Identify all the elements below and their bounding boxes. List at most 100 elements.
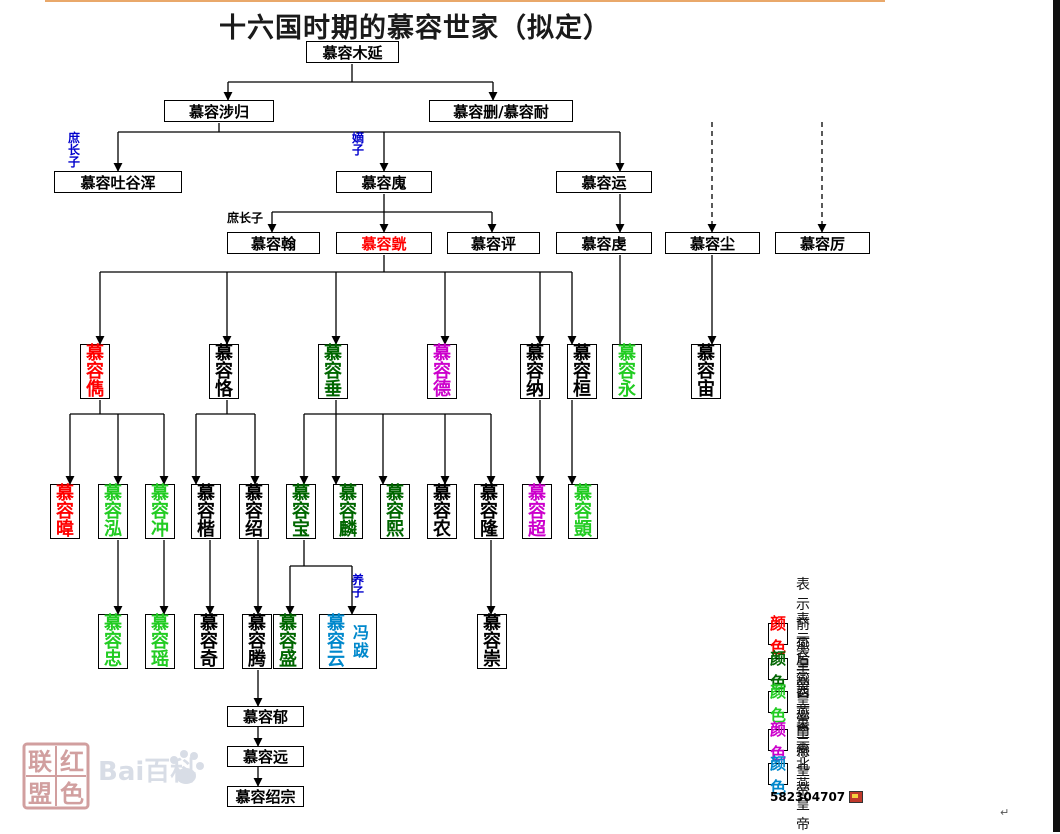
person-node-tuyuhun: 慕容吐谷浑	[54, 171, 182, 193]
person-name: 慕容廆	[361, 173, 407, 192]
diagram-title: 十六国时期的慕容世家（拟定）	[219, 13, 611, 44]
person-node-shaozong: 慕容绍宗	[227, 786, 304, 807]
person-name: 慕容云	[327, 612, 345, 670]
person-name: 慕容评	[470, 234, 516, 253]
person-node-yuan: 慕容远	[227, 746, 304, 767]
person-name: 慕容恪	[215, 342, 233, 400]
legend-item-western-yan: 颜色 表示西燕皇帝	[768, 645, 810, 761]
top-rule	[45, 0, 885, 2]
annotation-text: 嫡子	[352, 131, 365, 157]
legend-swatch: 颜色	[768, 720, 789, 763]
annotation-han: 庶长子	[227, 212, 263, 224]
legend-label: 表示西燕皇帝	[796, 645, 811, 761]
person-name: 慕容远	[242, 748, 288, 766]
paragraph-mark: ↵	[1000, 806, 1010, 819]
person-name: 慕容隆	[480, 482, 498, 540]
person-node-jun: 慕容儁	[80, 344, 110, 399]
legend-label: 表示北燕皇帝	[796, 717, 811, 833]
person-node-chong2: 慕容崇	[477, 614, 507, 669]
person-node-qi: 慕容奇	[194, 614, 224, 669]
person-name: 慕容泓	[104, 482, 122, 540]
annotation-yunbei: 养子	[352, 574, 364, 598]
person-name: 慕容楷	[197, 482, 215, 540]
person-name: 慕容德	[433, 342, 451, 400]
person-node-nong: 慕容农	[427, 484, 457, 539]
person-name: 慕容瑶	[151, 612, 169, 670]
person-node-kai: 慕容楷	[191, 484, 221, 539]
person-node-chui: 慕容垂	[318, 344, 348, 399]
annotation-hui: 嫡子	[352, 132, 364, 156]
person-node-sheng: 慕容盛	[273, 614, 303, 669]
person-name: 慕容冲	[151, 482, 169, 540]
person-node-yu: 慕容郁	[227, 706, 304, 727]
seal-logo: 联红盟色	[22, 742, 90, 810]
person-name: 慕容超	[528, 482, 546, 540]
person-node-xi: 慕容熙	[380, 484, 410, 539]
legend-swatch: 颜色	[768, 649, 789, 692]
person-name: 慕容木延	[322, 43, 383, 62]
person-node-wei: 慕容暐	[50, 484, 80, 539]
person-node-de: 慕容德	[427, 344, 457, 399]
person-name: 慕容绍	[245, 482, 263, 540]
person-node-ti: 慕容顗	[568, 484, 598, 539]
person-node-han: 慕容翰	[227, 232, 320, 254]
person-node-huan: 慕容桓	[567, 344, 597, 399]
person-name: 慕容盛	[279, 612, 297, 670]
annotation-text: 庶长子	[227, 211, 264, 225]
legend-item-southern-yan: 颜色 表示南燕皇帝	[768, 683, 810, 799]
person-name: 慕容删/慕容耐	[453, 102, 549, 121]
person-node-muyan: 慕容木延	[306, 41, 399, 63]
person-node-chong: 慕容冲	[145, 484, 175, 539]
legend-swatch: 颜色	[768, 754, 789, 797]
person-node-bao: 慕容宝	[286, 484, 316, 539]
person-name: 慕容翰	[250, 234, 296, 253]
person-node-ke: 慕容恪	[209, 344, 239, 399]
person-alt-name: 冯跋	[353, 622, 370, 660]
person-name: 慕容虔	[581, 234, 627, 253]
person-node-shegui: 慕容涉归	[164, 100, 274, 122]
baidu-paw-icon	[170, 750, 204, 784]
baidu-watermark: 联红盟色 Bai百科	[22, 742, 204, 810]
person-name: 慕容农	[433, 482, 451, 540]
person-name: 慕容腾	[248, 612, 266, 670]
annotation-tuyuhun: 庶长子	[68, 132, 80, 168]
person-node-teng: 慕容腾	[242, 614, 272, 669]
author-tag: 582304707	[770, 790, 864, 804]
person-name: 慕容郁	[242, 708, 288, 726]
baidu-brand-text: Bai百科	[98, 757, 196, 787]
person-node-shao: 慕容绍	[239, 484, 269, 539]
person-node-lin: 慕容麟	[333, 484, 363, 539]
person-node-na: 慕容纳	[520, 344, 550, 399]
person-name: 慕容绍宗	[235, 788, 296, 806]
person-node-yong: 慕容永	[612, 344, 642, 399]
qq-icon	[849, 791, 864, 803]
person-node-yunbei: 慕容云冯跋	[319, 614, 377, 669]
seal-char: 红	[60, 747, 84, 776]
person-name: 慕容奇	[200, 612, 218, 670]
person-node-li: 慕容厉	[775, 232, 870, 254]
person-name: 慕容桓	[573, 342, 591, 400]
person-node-ping: 慕容评	[447, 232, 540, 254]
person-name: 慕容宝	[292, 482, 310, 540]
person-name: 慕容宙	[697, 342, 715, 400]
person-name: 慕容永	[618, 342, 636, 400]
annotation-text: 养子	[352, 573, 365, 599]
person-name: 慕容崇	[483, 612, 501, 670]
person-node-long: 慕容隆	[474, 484, 504, 539]
person-node-shan: 慕容删/慕容耐	[429, 100, 573, 122]
person-name: 慕容忠	[104, 612, 122, 670]
person-node-yun: 慕容运	[556, 171, 652, 193]
person-name: 慕容厉	[799, 234, 845, 253]
person-name: 慕容熙	[386, 482, 404, 540]
person-name: 慕容顗	[574, 482, 592, 540]
legend-label: 表示前燕皇帝	[796, 577, 811, 693]
person-name: 慕容吐谷浑	[80, 173, 156, 192]
person-name: 慕容运	[581, 173, 627, 192]
person-name: 慕容麟	[339, 482, 357, 540]
legend-swatch: 颜色	[768, 682, 789, 725]
author-id: 582304707	[770, 790, 846, 804]
legend-swatch: 颜色	[768, 614, 789, 657]
person-name: 慕容纳	[526, 342, 544, 400]
person-node-zhong: 慕容忠	[98, 614, 128, 669]
